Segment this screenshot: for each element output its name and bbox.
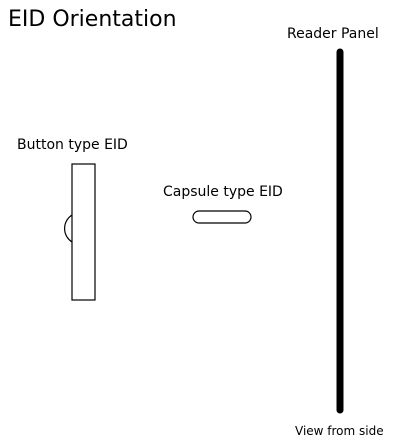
button-eid-body [71, 163, 96, 301]
button-eid-label: Button type EID [17, 137, 128, 153]
capsule-eid-label: Capsule type EID [163, 184, 283, 200]
reader-panel-label: Reader Panel [287, 26, 379, 42]
view-caption: View from side [295, 424, 384, 438]
capsule-eid-shape [192, 210, 252, 224]
button-eid-bump [63, 214, 73, 243]
diagram-title: EID Orientation [8, 7, 177, 32]
